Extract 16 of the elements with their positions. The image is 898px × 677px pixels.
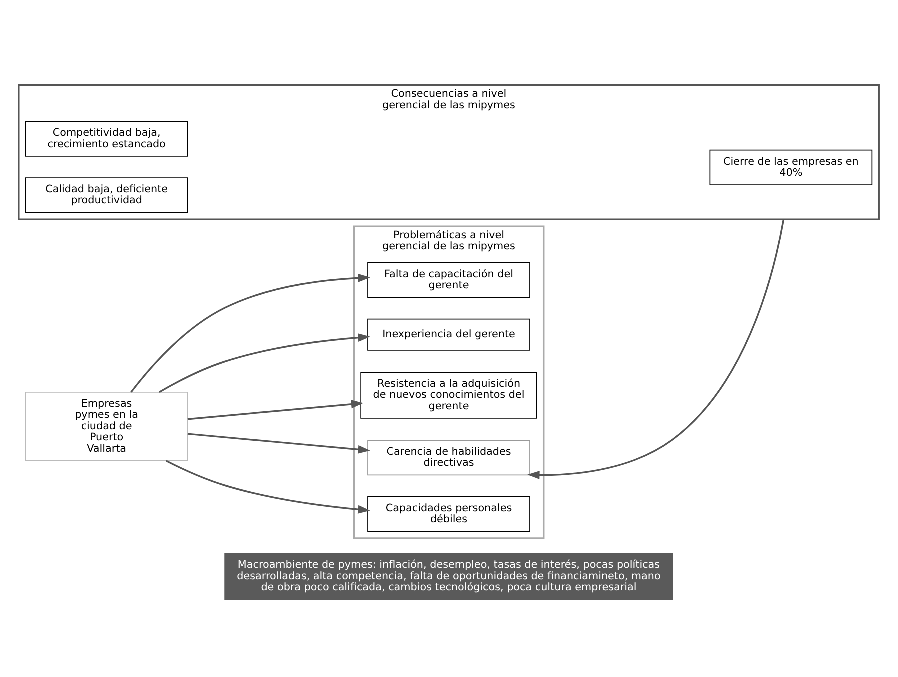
node-box: Calidad baja, deficiente productividad [25,177,188,213]
node-box: Macroambiente de pymes: inflación, desempleo, tasas de interés, pocas políticas desarrolladas, alta competencia, falta de oportunidades de financiamineto, mano de obra poco calificada, cambios tecnológicos, poca cultura empresarial [224,552,674,600]
node-box: Resistencia a la adquisición de nuevos conocimientos del gerente [360,372,538,418]
arrow [188,400,364,420]
arrow [166,460,370,514]
arrow [130,273,370,392]
arrow [188,432,370,454]
node-box: Inexperiencia del gerente [368,318,530,350]
node-box: Falta de capacitación del gerente [368,262,530,298]
node-box: Carencia de habilidades directivas [368,440,530,476]
node-box: Cierre de las empresas en 40% [710,149,873,185]
arrow [528,219,785,479]
arrow [159,333,370,393]
node-box: Competitividad baja, crecimiento estancado [25,120,188,156]
node-box: Capacidades personales débiles [368,496,530,532]
node-box: Empresas pymes en la ciudad de Puerto Vallarta [25,392,188,461]
